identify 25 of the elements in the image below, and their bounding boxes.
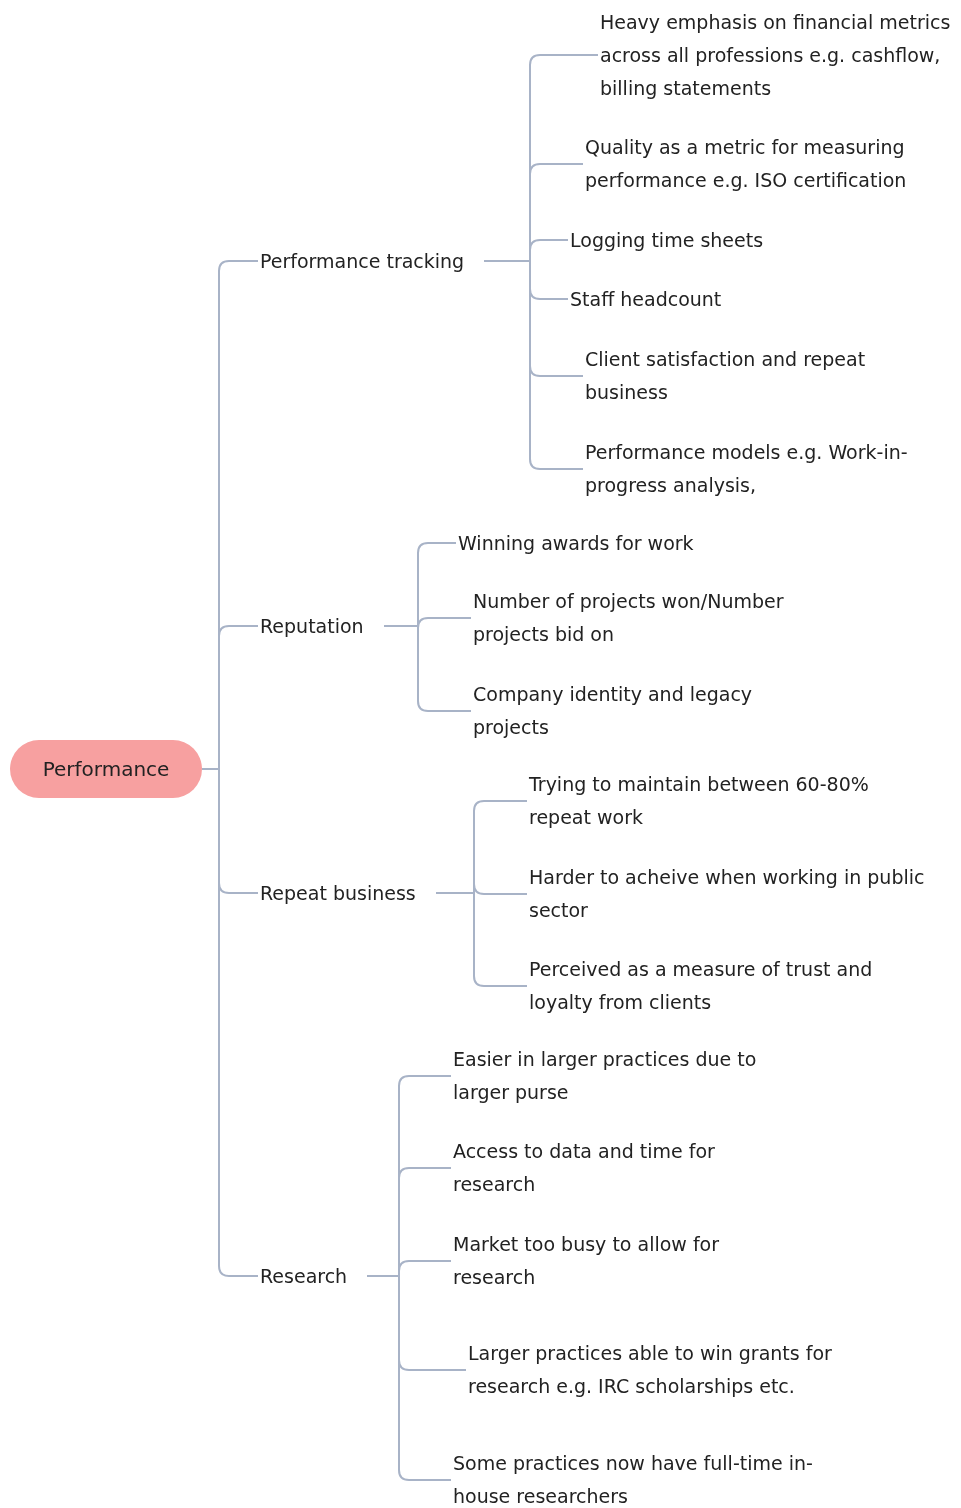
leaf-topic: Company identity and legacy projects [473,678,803,744]
leaf-topic: Logging time sheets [570,223,764,257]
leaf-topic: Quality as a metric for measuring performance e.g. ISO certification [585,131,957,197]
connector-line [383,625,472,712]
branch-topic: Reputation [260,609,364,643]
leaf-topic: Winning awards for work [458,526,694,560]
root-topic-pill: Performance [10,740,202,798]
leaf-topic: Some practices now have full-time in-house researchers [453,1447,833,1508]
connector-line [435,892,528,987]
connector-line [483,260,584,470]
leaf-topic: Staff headcount [570,282,722,316]
branch-topic: Performance tracking [260,244,465,278]
branch-topic: Research [260,1259,348,1293]
branch-topic: Repeat business [260,876,416,910]
leaf-topic: Larger practices able to win grants for research e.g. IRC scholarships etc. [468,1337,853,1403]
leaf-topic: Number of projects won/Number projects bid on [473,585,843,651]
leaf-topic: Harder to acheive when working in public sector [529,861,929,927]
leaf-topic: Easier in larger practices due to larger purse [453,1043,803,1109]
leaf-topic: Perceived as a measure of trust and loyalty from clients [529,953,874,1019]
leaf-topic: Heavy emphasis on financial metrics across all professions e.g. cashflow, billing statements [600,5,958,105]
leaf-topic: Access to data and time for research [453,1135,763,1201]
leaf-topic: Performance models e.g. Work-in-progress analysis, [585,436,957,502]
leaf-topic: Client satisfaction and repeat business [585,343,915,409]
leaf-topic: Trying to maintain between 60-80% repeat work [529,768,874,834]
leaf-topic: Market too busy to allow for research [453,1228,763,1294]
